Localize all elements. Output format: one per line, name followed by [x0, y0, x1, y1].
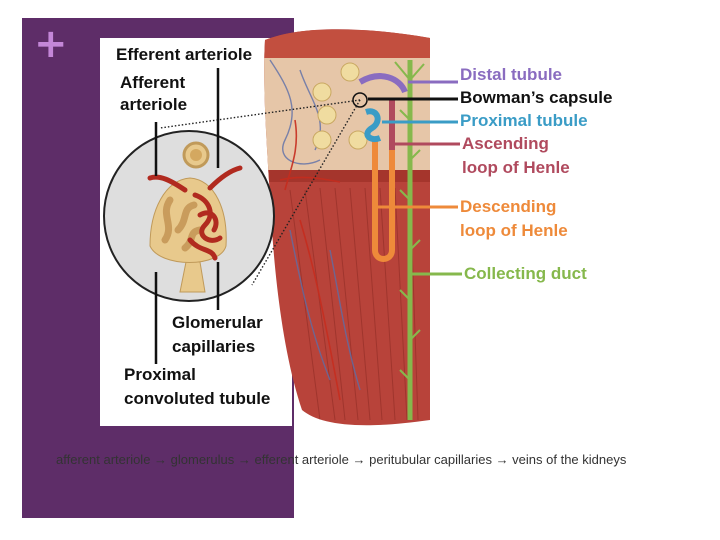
- descending-loop-label-line1: Descending: [460, 197, 557, 216]
- distal-tubule-tube: [358, 73, 408, 94]
- bowmans-capsule-label: Bowman’s capsule: [460, 88, 613, 107]
- proximal-convoluted-label-line2: convoluted tubule: [124, 389, 271, 408]
- afferent-arteriole-label-line1: Afferent: [120, 73, 186, 92]
- right-leader-lines: [368, 80, 462, 276]
- magnified-glomerulus: [103, 130, 275, 302]
- glomerular-capillaries-label-line1: Glomerular: [172, 313, 263, 332]
- kidney-section-image: [264, 29, 430, 426]
- zoom-line-top: [159, 99, 361, 129]
- glomerular-capillaries-label-line2: capillaries: [172, 337, 256, 356]
- proximal-tubule-tube: [364, 108, 382, 142]
- bowmans-capsule-marker: [352, 92, 368, 108]
- distal-tubule-label: Distal tubule: [460, 65, 563, 84]
- blood-flow-caption: afferent arteriole → glomerulus → effere…: [56, 452, 627, 467]
- leader-lines: [154, 68, 220, 364]
- collecting-duct-label: Collecting duct: [464, 264, 587, 283]
- descending-loop-label-line2: loop of Henle: [460, 221, 568, 240]
- ascending-loop-label-line2: loop of Henle: [462, 158, 570, 177]
- afferent-arteriole-label-line2: arteriole: [120, 95, 188, 114]
- zoom-line-bottom: [251, 99, 361, 286]
- ascending-loop-label-line1: Ascending: [462, 134, 549, 153]
- descending-loop-tube: [372, 140, 395, 262]
- proximal-tubule-label: Proximal tubule: [460, 111, 588, 130]
- efferent-arteriole-label: Efferent arteriole: [116, 45, 253, 64]
- plus-icon: +: [34, 21, 68, 67]
- proximal-convoluted-label-line1: Proximal: [124, 365, 196, 384]
